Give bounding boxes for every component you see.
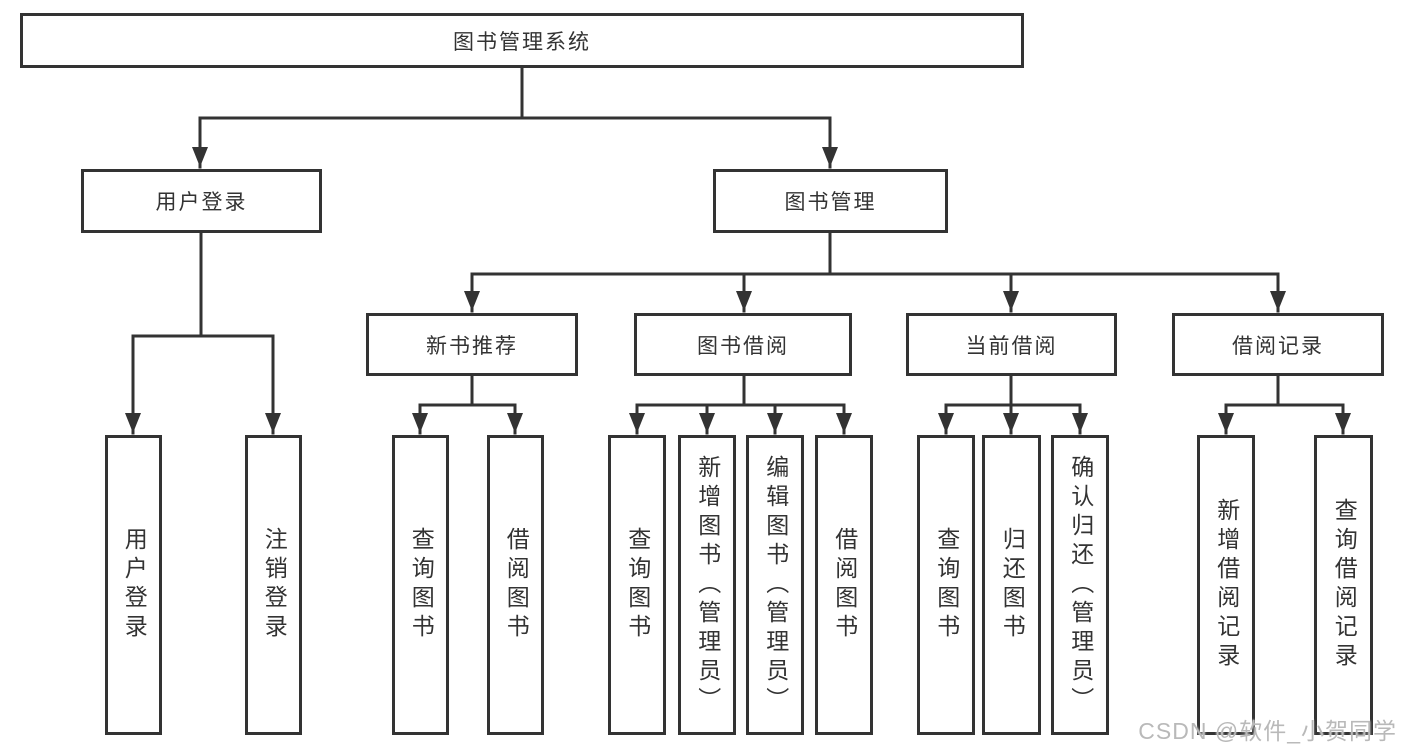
leaf-user-login: 用户登录 [105,435,162,735]
node-library-management-system: 图书管理系统 [20,13,1024,68]
node-label: 查询图书 [408,527,435,643]
leaf-borrow-books-1: 借阅图书 [487,435,544,735]
node-label: 借阅记录 [1232,334,1324,358]
node-label: 借阅图书 [831,527,858,643]
node-label: 借阅图书 [503,527,530,643]
node-label: 用户登录 [155,191,248,214]
node-borrowing-records: 借阅记录 [1172,313,1384,376]
node-label: 查询借阅记录 [1331,498,1358,672]
leaf-return-books: 归还图书 [982,435,1041,735]
leaf-logout: 注销登录 [245,435,302,735]
node-label: 确认归还（管理员） [1067,454,1094,716]
leaf-borrow-books-2: 借阅图书 [815,435,873,735]
node-label: 新书推荐 [426,334,518,358]
node-book-borrowing: 图书借阅 [634,313,852,376]
node-user-login: 用户登录 [81,169,322,233]
node-current-borrowing: 当前借阅 [906,313,1117,376]
node-new-book-recommendation: 新书推荐 [366,313,578,376]
leaf-query-books-1: 查询图书 [392,435,449,735]
node-book-management: 图书管理 [713,169,948,233]
leaf-add-books-admin: 新增图书（管理员） [678,435,736,735]
leaf-confirm-return-admin: 确认归还（管理员） [1051,435,1109,735]
leaf-edit-books-admin: 编辑图书（管理员） [746,435,804,735]
node-label: 编辑图书（管理员） [762,454,789,716]
node-label: 当前借阅 [965,334,1058,358]
node-label: 新增图书（管理员） [694,454,721,716]
node-label: 用户登录 [121,527,148,643]
leaf-query-borrow-record: 查询借阅记录 [1314,435,1373,735]
leaf-query-books-2: 查询图书 [608,435,666,735]
node-label: 查询图书 [624,527,651,643]
node-label: 注销登录 [261,527,288,643]
node-label: 新增借阅记录 [1213,498,1240,672]
leaf-query-books-3: 查询图书 [917,435,975,735]
csdn-watermark: CSDN @软件_小贺同学 [1138,718,1397,744]
node-label: 图书管理系统 [453,30,591,54]
node-label: 图书借阅 [697,334,789,358]
leaf-add-borrow-record: 新增借阅记录 [1197,435,1255,735]
node-label: 归还图书 [999,527,1026,643]
node-label: 查询图书 [933,527,960,643]
node-label: 图书管理 [784,191,877,214]
